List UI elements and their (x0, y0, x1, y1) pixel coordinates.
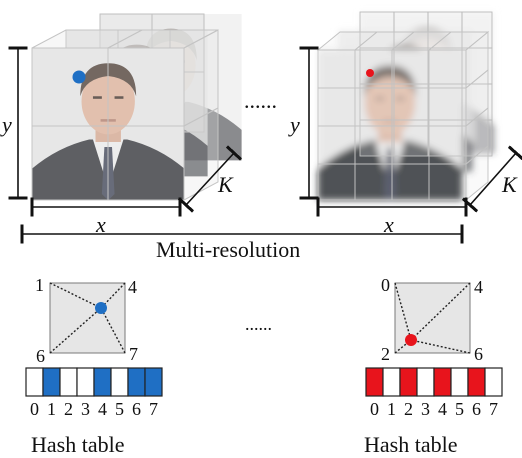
left-cell: 1 4 6 7 (35, 275, 138, 366)
right-corner-top-left: 0 (381, 275, 390, 295)
right-hash-index-5: 5 (455, 399, 464, 419)
left-axis-k-label: K (217, 172, 234, 197)
left-hash-slot-1 (42, 367, 61, 397)
left-hash-slot-4 (93, 367, 112, 397)
multires-caption: Multi-resolution (156, 237, 300, 262)
right-hash-slot-4 (433, 367, 452, 397)
left-hash-index-3: 3 (81, 399, 90, 419)
left-corner-bottom-right: 7 (129, 344, 138, 364)
right-hash-index-6: 6 (472, 399, 481, 419)
right-hash-slot-2 (399, 367, 418, 397)
left-hash-slot-7 (144, 367, 163, 397)
ellipsis-bottom: ...... (245, 314, 272, 334)
ellipsis-top: ...... (244, 88, 277, 113)
right-hash-slot-5 (450, 367, 469, 397)
right-sample-point (366, 69, 374, 77)
left-hash-index-1: 1 (47, 399, 56, 419)
left-hash-slot-5 (110, 367, 129, 397)
right-hash-index-0: 0 (370, 399, 379, 419)
left-hash-index-4: 4 (98, 399, 107, 419)
right-hash-index-2: 2 (404, 399, 413, 419)
left-sample-point (72, 70, 86, 84)
left-corner-top-right: 4 (128, 277, 137, 297)
right-cell: 0 4 2 6 (381, 275, 483, 364)
right-hash-slot-7 (484, 367, 503, 397)
left-volume: y x K (0, 13, 243, 237)
right-volume: y x K (288, 11, 522, 237)
left-hash-index-6: 6 (132, 399, 141, 419)
left-hash-slot-0 (25, 367, 44, 397)
left-hash-index-7: 7 (149, 399, 158, 419)
left-axis-y-label: y (0, 112, 12, 137)
right-cell-point (405, 334, 417, 346)
right-axis-y-label: y (288, 112, 300, 137)
left-hash-index-2: 2 (64, 399, 73, 419)
left-cell-point (95, 302, 107, 314)
left-corner-bottom-left: 6 (36, 346, 45, 366)
right-hash-slot-3 (416, 367, 435, 397)
left-hash-slot-2 (59, 367, 78, 397)
right-axis-k-label: K (501, 172, 518, 197)
right-hash-index-7: 7 (489, 399, 498, 419)
right-corner-bottom-right: 6 (474, 344, 483, 364)
left-hash-label: Hash table (31, 432, 124, 457)
right-hash-label: Hash table (364, 432, 457, 457)
left-hash-slot-6 (127, 367, 146, 397)
right-hash-index-3: 3 (421, 399, 430, 419)
right-hash-index-1: 1 (387, 399, 396, 419)
right-hash-slot-6 (467, 367, 486, 397)
left-hash-index-0: 0 (30, 399, 39, 419)
left-hash-index-5: 5 (115, 399, 124, 419)
right-corner-top-right: 4 (474, 277, 483, 297)
left-corner-top-left: 1 (35, 275, 44, 295)
right-hash-slot-0 (365, 367, 384, 397)
right-hash-slot-1 (382, 367, 401, 397)
left-hash-slot-3 (76, 367, 95, 397)
right-hash-index-4: 4 (438, 399, 447, 419)
right-corner-bottom-left: 2 (381, 344, 390, 364)
